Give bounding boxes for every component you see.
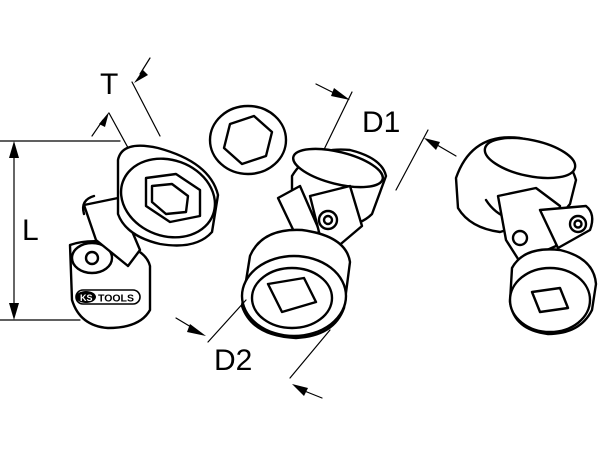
hex-inner	[150, 182, 190, 216]
leader-t-upper	[139, 57, 151, 75]
dimension-l: L	[0, 140, 121, 321]
dimension-d2: D2	[175, 299, 331, 399]
tool-left-socket: KS TOOLS	[68, 144, 220, 330]
pin-hole	[84, 250, 100, 266]
brand-oval	[76, 291, 96, 303]
yoke-pin-right	[568, 214, 588, 234]
hex-detail	[208, 104, 288, 176]
label-l: L	[22, 214, 39, 247]
extension-line-d2b	[289, 329, 331, 379]
brand-name: TOOLS	[98, 293, 134, 305]
yoke-pin-inner	[322, 214, 334, 226]
square-drive	[530, 286, 570, 314]
arrow-t-upper	[134, 70, 148, 83]
yoke-pin	[317, 209, 339, 231]
square-drive	[266, 276, 318, 314]
extension-line-d2a	[207, 299, 247, 343]
label-d2: D2	[214, 344, 252, 377]
arrow-d2-right	[292, 384, 308, 396]
detail-hex	[222, 114, 274, 166]
upper-body-top	[483, 136, 577, 180]
upper-cylinder-top	[291, 147, 385, 189]
extension-line-t2	[131, 81, 161, 137]
label-d1: D1	[362, 106, 400, 139]
yoke-pin-left	[511, 229, 529, 247]
extension-line-d1b	[395, 129, 429, 191]
tool-right-socket	[454, 136, 598, 336]
joint-yoke	[82, 196, 142, 268]
yoke-pin-right-inner	[573, 219, 583, 229]
arrow-d2-left	[187, 324, 206, 336]
label-t: T	[100, 68, 118, 101]
dimension-t: T	[91, 57, 161, 156]
brand-logo: KS TOOLS	[75, 289, 141, 305]
arrow-d1-upper	[331, 88, 350, 100]
arrow-d1-lower	[424, 138, 440, 150]
arrow-up	[9, 141, 19, 158]
brand-letters: KS	[80, 293, 93, 303]
lower-socket-rim	[250, 266, 334, 330]
arrow-down	[9, 303, 19, 320]
tool-middle-socket	[240, 147, 388, 340]
arrow-t-lower	[99, 112, 109, 127]
joint-cross	[81, 194, 96, 216]
dimension-d1: D1	[315, 83, 457, 191]
